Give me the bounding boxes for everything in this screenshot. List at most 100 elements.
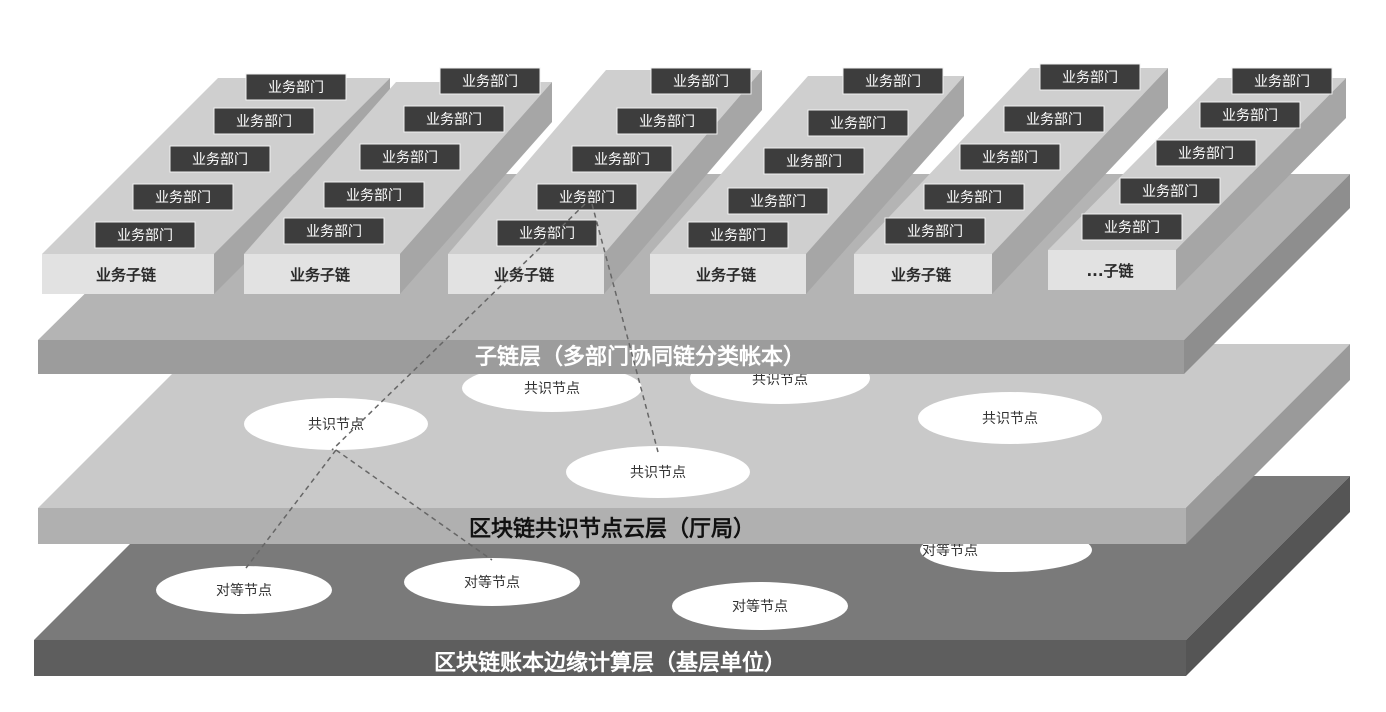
consensus-layer-label: 区块链共识节点云层（厅局） <box>469 516 755 542</box>
sub-chain-side <box>992 68 1168 294</box>
dept-box-rect <box>323 181 425 209</box>
dept-box-label: 业务部门 <box>306 224 362 240</box>
dept-box-rect <box>650 67 752 95</box>
sub-chain-front <box>244 254 400 294</box>
dept-box-rect <box>727 187 829 215</box>
dept-box-rect <box>763 147 865 175</box>
consensus-layer: 区块链共识节点云层（厅局） <box>38 344 1350 544</box>
dept-box-label: 业务部门 <box>673 74 729 90</box>
sub-chains: 业务子链业务部门业务部门业务部门业务部门业务部门业务子链业务部门业务部门业务部门… <box>42 63 1346 294</box>
sub-chain-label: 业务子链 <box>696 266 757 284</box>
dept-box-label: 业务部门 <box>865 74 921 90</box>
dept-box-label: 业务部门 <box>1178 146 1234 162</box>
sublayer-front <box>38 340 1184 374</box>
peer-node-label: 对等节点 <box>732 598 788 615</box>
dept-box-label: 业务部门 <box>559 190 615 206</box>
dept-box-rect <box>807 109 909 137</box>
dept-box-rect <box>687 221 789 249</box>
consensus-node-ellipse <box>918 392 1102 444</box>
dept-box: 业务部门 <box>1039 63 1141 91</box>
sub-chain-front <box>42 254 214 294</box>
dept-box: 业务部门 <box>536 183 638 211</box>
dept-box-rect <box>132 183 234 211</box>
sub-chain-label: 业务子链 <box>290 266 351 284</box>
consensus-node-label: 共识节点 <box>982 411 1038 427</box>
dept-box: 业务部门 <box>884 217 986 245</box>
sublayer-label: 子链层（多部门协同链分类帐本） <box>475 344 805 370</box>
dept-box-label: 业务部门 <box>236 114 292 130</box>
consensus-node-ellipse <box>244 398 428 450</box>
consensus-node: 共识节点 <box>462 364 642 412</box>
dept-box-rect <box>1231 67 1333 95</box>
dept-box-label: 业务部门 <box>519 226 575 242</box>
sub-chain-front <box>854 254 992 294</box>
dashed-link <box>335 449 493 561</box>
dept-box-label: 业务部门 <box>594 152 650 168</box>
dept-box-rect <box>1119 177 1221 205</box>
dept-box: 业务部门 <box>403 105 505 133</box>
sub-chain-front <box>650 254 806 294</box>
consensus-node: 共识节点 <box>244 398 428 450</box>
consensus-node: 共识节点 <box>918 392 1102 444</box>
dept-box-label: 业务部门 <box>639 114 695 130</box>
sublayer-right <box>1184 174 1350 374</box>
dept-box-label: 业务部门 <box>1222 108 1278 124</box>
dept-box: 业务部门 <box>496 219 598 247</box>
dept-box-rect <box>959 143 1061 171</box>
consensus-node-ellipse <box>462 364 642 412</box>
sub-chain-label: 业务子链 <box>891 266 952 284</box>
dept-box: 业务部门 <box>923 183 1025 211</box>
consensus-node-label: 共识节点 <box>752 372 808 388</box>
dept-box-rect <box>616 107 718 135</box>
sub-chain-side <box>604 70 762 294</box>
peer-node-ellipse <box>404 558 580 606</box>
consensus-layer-right <box>1186 344 1350 544</box>
dept-box: 业务部门 <box>169 145 271 173</box>
dept-box-label: 业务部门 <box>192 152 248 168</box>
dashed-link <box>591 203 659 453</box>
dept-box: 业务部门 <box>1003 105 1105 133</box>
sub-chain-side <box>1176 78 1346 290</box>
dept-box-rect <box>283 217 385 245</box>
dept-box-label: 业务部门 <box>1142 184 1198 200</box>
dept-box-rect <box>169 145 271 173</box>
dept-box: 业务部门 <box>616 107 718 135</box>
edge-layer-front <box>34 640 1186 676</box>
dept-box: 业务部门 <box>1155 139 1257 167</box>
edge-layer-right <box>1186 476 1350 676</box>
dept-box-rect <box>403 105 505 133</box>
dept-box: 业务部门 <box>959 143 1061 171</box>
dept-box-label: 业务部门 <box>268 80 324 96</box>
dept-box: 业务部门 <box>1231 67 1333 95</box>
dept-box: 业务部门 <box>283 217 385 245</box>
connection-lines <box>245 203 659 569</box>
dept-box: 业务部门 <box>727 187 829 215</box>
dept-box: 业务部门 <box>94 221 196 249</box>
dept-box: 业务部门 <box>439 67 541 95</box>
dept-box-rect <box>496 219 598 247</box>
dept-box-label: 业务部门 <box>1062 70 1118 86</box>
sub-chain-label: 业务子链 <box>96 266 157 284</box>
dept-box-rect <box>1155 139 1257 167</box>
sub-chain-label: ...子链 <box>1086 262 1134 280</box>
peer-node: 对等节点 <box>404 558 580 606</box>
dept-box-label: 业务部门 <box>155 190 211 206</box>
dept-box: 业务部门 <box>359 143 461 171</box>
dept-box-rect <box>1081 213 1183 241</box>
peer-node-ellipse <box>156 566 332 614</box>
dept-box-label: 业务部门 <box>830 116 886 132</box>
dept-box: 业务部门 <box>571 145 673 173</box>
peer-node-label: 对等节点 <box>922 542 978 559</box>
dept-box-rect <box>923 183 1025 211</box>
dept-box-label: 业务部门 <box>1254 74 1310 90</box>
dept-box-label: 业务部门 <box>426 112 482 128</box>
dept-box-rect <box>571 145 673 173</box>
consensus-node-label: 共识节点 <box>630 465 686 481</box>
dept-box-rect <box>439 67 541 95</box>
dept-box-label: 业务部门 <box>982 150 1038 166</box>
dept-box: 业务部门 <box>323 181 425 209</box>
dept-box-label: 业务部门 <box>1026 112 1082 128</box>
dept-box-label: 业务部门 <box>750 194 806 210</box>
